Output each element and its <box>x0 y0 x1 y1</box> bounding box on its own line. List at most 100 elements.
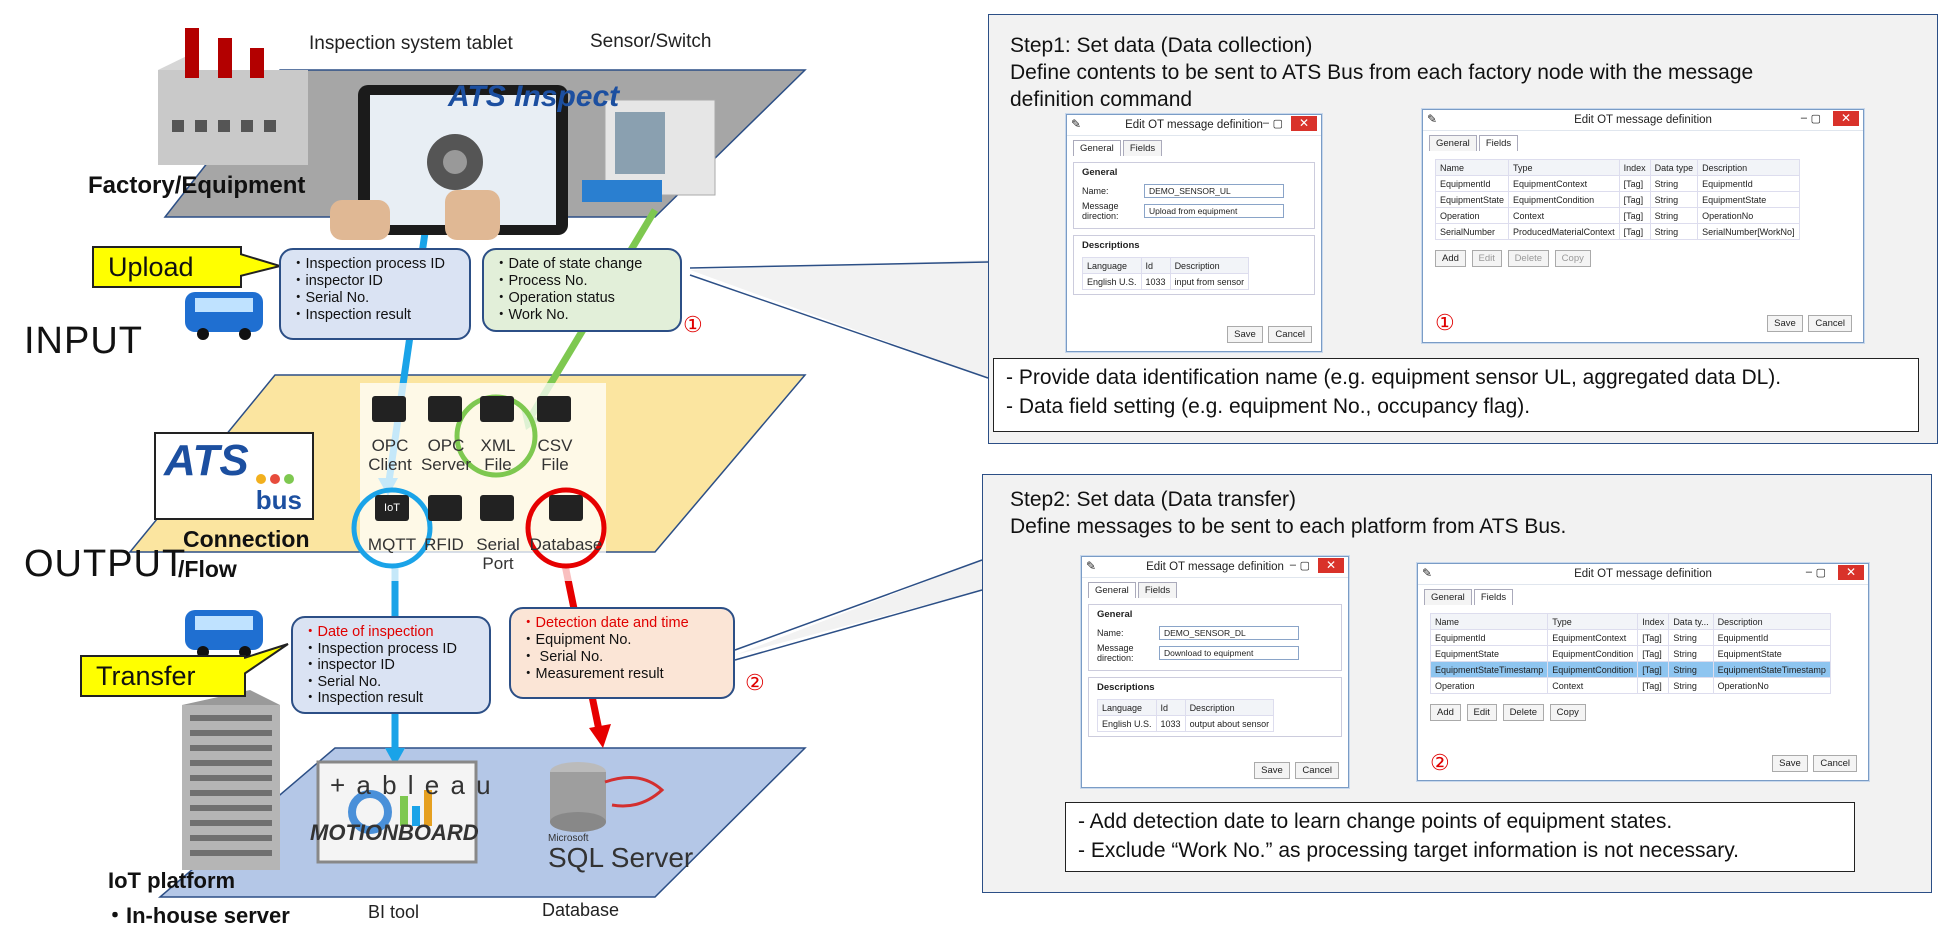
tab-fields[interactable]: Fields <box>1137 582 1178 598</box>
direction-select[interactable]: Download to equipment <box>1159 646 1299 660</box>
col-header[interactable]: Data type <box>1649 159 1699 176</box>
motionboard-logo: MOTIONBOARD <box>310 820 479 845</box>
col-header[interactable]: Index <box>1618 159 1651 176</box>
connector-label: MQTT <box>367 535 417 554</box>
name-field[interactable]: DEMO_SENSOR_DL <box>1159 626 1299 640</box>
xml-file-icon <box>480 396 514 422</box>
dot-icon <box>270 474 280 484</box>
minimize-icon[interactable]: – <box>1289 559 1296 571</box>
maximize-icon[interactable]: ▢ <box>1810 113 1821 125</box>
note-line: - Exclude “Work No.” as processing targe… <box>1078 839 1739 862</box>
delete-button[interactable]: Delete <box>1507 250 1550 267</box>
window-actions: Save Cancel <box>1254 762 1342 779</box>
name-field[interactable]: DEMO_SENSOR_UL <box>1144 184 1284 198</box>
col-header[interactable]: Data ty... <box>1668 613 1714 630</box>
col-header[interactable]: Type <box>1508 159 1620 176</box>
save-button[interactable]: Save <box>1254 762 1290 779</box>
delete-button[interactable]: Delete <box>1502 704 1545 721</box>
note-line: - Add detection date to learn change poi… <box>1078 810 1673 833</box>
close-icon[interactable]: ✕ <box>1318 558 1344 573</box>
edit-icon: ✎ <box>1071 117 1082 131</box>
edit-button[interactable]: Edit <box>1466 704 1497 721</box>
tab-general[interactable]: General <box>1073 140 1121 156</box>
maximize-icon[interactable]: ▢ <box>1272 118 1283 130</box>
col-header[interactable]: Name <box>1434 159 1510 176</box>
col-header[interactable]: Language <box>1082 257 1142 274</box>
bubble-line: ・Inspection process ID <box>291 256 445 272</box>
tab-fields[interactable]: Fields <box>1478 135 1519 151</box>
col-header[interactable]: Language <box>1097 699 1157 716</box>
col-header[interactable]: Description <box>1169 257 1250 274</box>
tab-general[interactable]: General <box>1429 135 1477 151</box>
direction-select[interactable]: Upload from equipment <box>1144 204 1284 218</box>
step1-fields-window: ✎ Edit OT message definition – ▢ ✕ Gener… <box>1422 109 1864 343</box>
bubble-line: ・Date of state change <box>494 256 643 272</box>
tab-general[interactable]: General <box>1424 589 1472 605</box>
col-header[interactable]: Index <box>1637 613 1670 630</box>
cancel-button[interactable]: Cancel <box>1808 315 1852 332</box>
dot-icon <box>284 474 294 484</box>
minimize-icon[interactable]: – <box>1800 112 1807 124</box>
tab-fields[interactable]: Fields <box>1122 140 1163 156</box>
serial-port-icon <box>480 495 514 521</box>
window-title: Edit OT message definition <box>1146 561 1284 573</box>
edit-button[interactable]: Edit <box>1471 250 1502 267</box>
tab-general[interactable]: General <box>1088 582 1136 598</box>
copy-button[interactable]: Copy <box>1549 704 1586 721</box>
database-label: Database <box>542 900 620 920</box>
step1-desc-line2: definition command <box>1010 88 1193 111</box>
bubble-line: ・Operation status <box>494 290 615 306</box>
save-button[interactable]: Save <box>1772 755 1808 772</box>
mqtt-highlight <box>351 487 433 569</box>
col-header[interactable]: Id <box>1140 257 1171 274</box>
save-button[interactable]: Save <box>1767 315 1803 332</box>
close-icon[interactable]: ✕ <box>1838 565 1864 580</box>
add-button[interactable]: Add <box>1435 250 1466 267</box>
col-header[interactable]: Id <box>1155 699 1186 716</box>
tab-fields[interactable]: Fields <box>1473 589 1514 605</box>
window-actions: Save Cancel <box>1772 755 1860 772</box>
cancel-button[interactable]: Cancel <box>1813 755 1857 772</box>
bubble-line: ・Inspection result <box>291 307 412 323</box>
step2-fields-window: ✎ Edit OT message definition – ▢ ✕ Gener… <box>1417 563 1869 781</box>
close-icon[interactable]: ✕ <box>1291 116 1317 131</box>
minimize-icon[interactable]: – <box>1805 566 1812 578</box>
close-icon[interactable]: ✕ <box>1833 111 1859 126</box>
sensor-header: Sensor/Switch <box>590 31 712 52</box>
save-button[interactable]: Save <box>1227 326 1263 343</box>
transfer-right-bubble: ・Detection date and time ・Equipment No. … <box>509 607 735 699</box>
col-header[interactable]: Description <box>1712 613 1831 630</box>
col-header[interactable]: Description <box>1697 159 1800 176</box>
maximize-icon[interactable]: ▢ <box>1299 560 1310 572</box>
col-header[interactable]: Type <box>1547 613 1639 630</box>
col-header[interactable]: Name <box>1429 613 1549 630</box>
maximize-icon[interactable]: ▢ <box>1815 567 1826 579</box>
building-icon <box>182 690 280 870</box>
window-tabs: General Fields <box>1424 589 1868 605</box>
cancel-button[interactable]: Cancel <box>1295 762 1339 779</box>
add-button[interactable]: Add <box>1430 704 1461 721</box>
cancel-button[interactable]: Cancel <box>1268 326 1312 343</box>
direction-label: Message direction: <box>1097 643 1134 663</box>
copy-button[interactable]: Copy <box>1554 250 1591 267</box>
step2-title: Step2: Set data (Data transfer) <box>1010 488 1296 511</box>
bubble-line: ・Serial No. <box>303 673 382 690</box>
window-marker: ② <box>1430 750 1450 775</box>
rfid-icon <box>428 495 462 521</box>
step2-panel <box>982 474 1932 893</box>
col-header[interactable]: Description <box>1184 699 1275 716</box>
window-tabs: General Fields <box>1429 135 1863 151</box>
minimize-icon[interactable]: – <box>1262 117 1269 129</box>
